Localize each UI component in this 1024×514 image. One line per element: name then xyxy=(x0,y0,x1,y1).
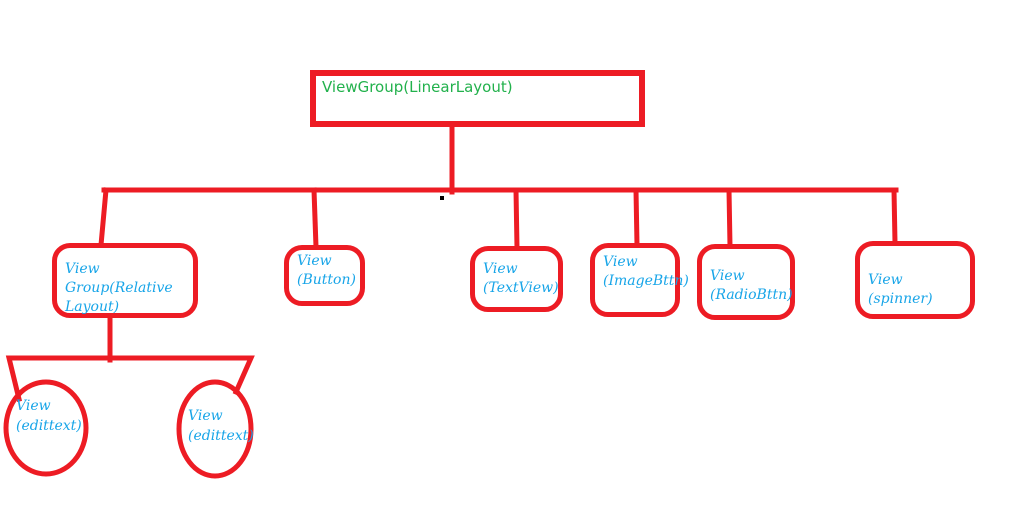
node-edittext-2-shape xyxy=(176,379,254,479)
edge-drop-relativelayout xyxy=(98,187,109,248)
node-view-button: View (Button) xyxy=(284,245,365,306)
node-label-line: (ImageBttn) xyxy=(603,273,689,289)
stray-dot-mark xyxy=(440,196,444,200)
node-label-line: (Button) xyxy=(297,272,356,288)
node-label-line: View xyxy=(297,253,332,269)
edge-drop-textview xyxy=(513,187,520,251)
node-label-line: Layout) xyxy=(65,299,120,315)
node-viewgroup-linearlayout: ViewGroup(LinearLayout) xyxy=(310,70,645,127)
node-label-line: (edittext) xyxy=(16,418,82,434)
node-label-line: View xyxy=(603,254,638,270)
node-label-line: View xyxy=(16,398,51,414)
node-edittext-1-shape xyxy=(3,379,89,477)
node-label-line: (TextView) xyxy=(483,280,559,296)
node-label-line: (spinner) xyxy=(868,291,933,307)
node-viewgroup-linearlayout-label: ViewGroup(LinearLayout) xyxy=(322,78,513,96)
node-label-line: View xyxy=(710,268,745,284)
node-label-line: View Group(Relative xyxy=(65,261,173,296)
node-label-line: View xyxy=(868,272,903,288)
node-label-line: View xyxy=(483,261,518,277)
node-label-line: (RadioBttn) xyxy=(710,287,793,303)
node-view-radiobttn: View (RadioBttn) xyxy=(697,244,795,320)
edge-drop-button xyxy=(311,187,319,250)
node-viewgroup-relativelayout: View Group(Relative Layout) xyxy=(52,243,198,318)
node-edittext-2-label: View (edittext) xyxy=(188,406,254,446)
edge-drop-spinner xyxy=(891,187,898,246)
edge-drop-imagebttn xyxy=(633,187,640,248)
node-view-textview: View (TextView) xyxy=(470,246,563,312)
node-label-line: (edittext) xyxy=(188,428,254,444)
edge-drop-radiobttn xyxy=(726,187,733,249)
node-view-spinner: View (spinner) xyxy=(855,241,975,319)
node-label-line: View xyxy=(188,408,223,424)
node-edittext-1-label: View (edittext) xyxy=(16,396,82,436)
node-view-imagebttn: View (ImageBttn) xyxy=(590,243,689,317)
edge-sub-rail-with-legs xyxy=(5,355,255,403)
